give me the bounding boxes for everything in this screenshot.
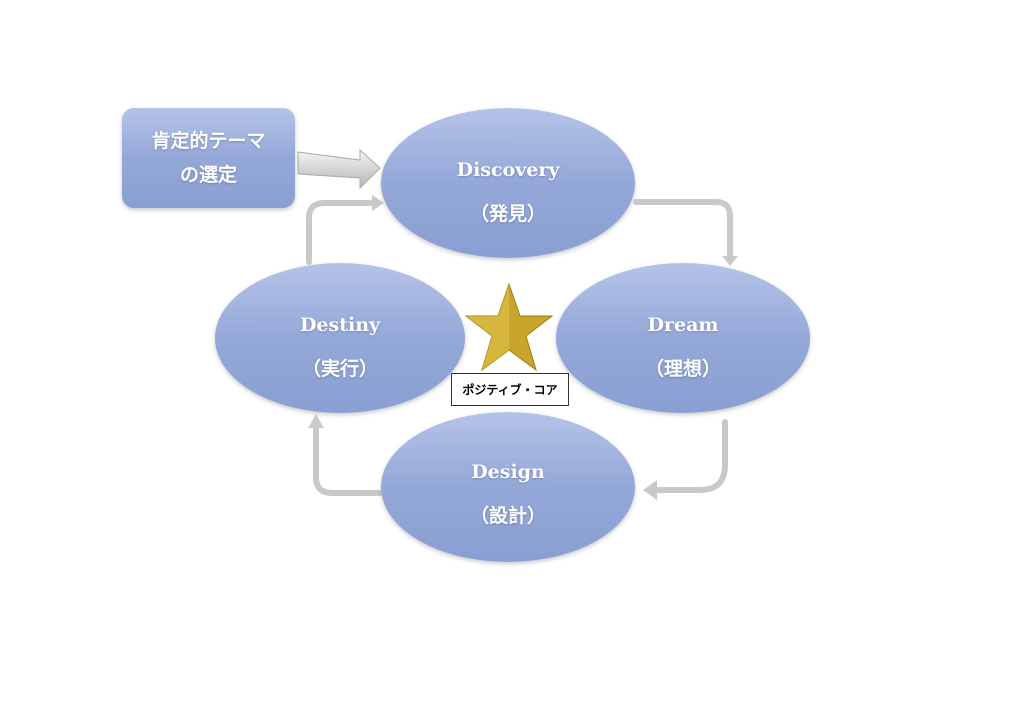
theme-box-line2: の選定 <box>179 164 237 186</box>
destiny-node-shape <box>215 263 465 413</box>
discovery-jp-label: （発見） <box>469 203 546 225</box>
dream-label: Dream <box>647 314 719 336</box>
positive-core-label: ポジティブ・コア <box>451 373 569 406</box>
destiny-label: Destiny <box>299 314 381 336</box>
cycle-arrows <box>306 199 733 496</box>
theme-box-shape <box>122 108 295 208</box>
discovery-label: Discovery <box>456 159 560 181</box>
dream-jp-label: （理想） <box>644 358 721 380</box>
discovery-node: Discovery （発見） <box>381 148 635 236</box>
design-node-shape <box>381 412 635 562</box>
theme-box: 肯定的テーマ の選定 <box>122 124 295 192</box>
arrow-discovery-to-dream <box>633 199 733 259</box>
arrow-destiny-to-discovery <box>306 200 375 265</box>
destiny-jp-label: （実行） <box>301 358 378 380</box>
arrow-design-to-destiny <box>313 423 383 496</box>
arrow-theme-to-discovery <box>297 148 381 190</box>
dream-node: Dream （理想） <box>556 303 810 391</box>
design-label: Design <box>471 461 545 483</box>
discovery-node-shape <box>381 108 635 258</box>
design-node: Design （設計） <box>381 450 635 538</box>
star-icon <box>464 282 554 372</box>
design-jp-label: （設計） <box>469 505 546 527</box>
theme-box-line1: 肯定的テーマ <box>151 130 266 152</box>
arrow-heads <box>308 195 738 500</box>
destiny-node: Destiny （実行） <box>215 303 465 391</box>
arrow-dream-to-design <box>652 419 728 493</box>
dream-node-shape <box>556 263 810 413</box>
